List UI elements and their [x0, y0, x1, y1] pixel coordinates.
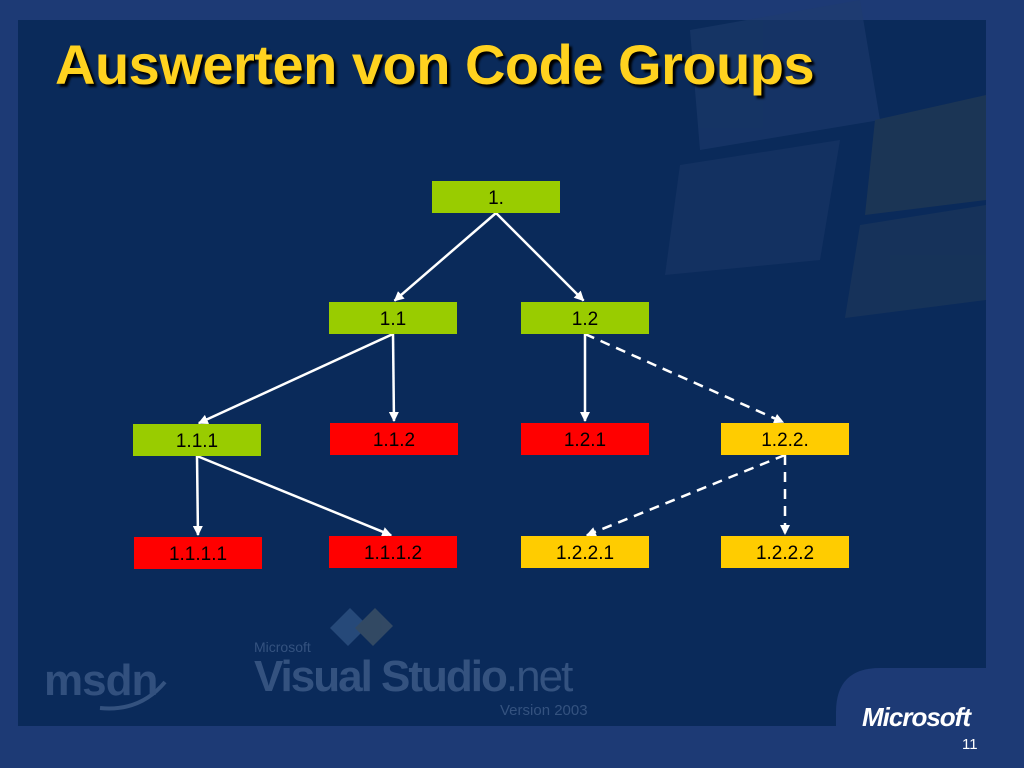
windows-flag-watermark — [665, 0, 986, 318]
node-box — [133, 424, 261, 456]
edge-1.2-to-1.2.2 — [584, 332, 785, 424]
microsoft-logo: Microsoft — [862, 702, 971, 732]
edge-1.1.1-to-1.1.1.1 — [192, 455, 203, 537]
flag-pane-bottom — [665, 140, 840, 275]
code-group-node: 1.1.1.2 — [329, 536, 457, 568]
vs-name: Visual Studio.net — [254, 652, 573, 701]
node-box — [721, 536, 849, 568]
code-group-node: 1.1.2 — [330, 423, 458, 455]
flag-pane-right-bottom — [845, 205, 986, 318]
page-number: 11 — [962, 736, 978, 753]
vs-version: Version 2003 — [500, 702, 588, 719]
code-group-node: 1.1.1 — [133, 424, 261, 456]
node-label: 1.1.1 — [176, 431, 218, 452]
vs-logo-mark — [330, 608, 393, 646]
node-box — [329, 302, 457, 334]
edge-1.1-to-1.1.2 — [388, 333, 399, 423]
node-label: 1. — [488, 188, 504, 209]
code-group-node: 1. — [432, 181, 560, 213]
code-group-node: 1.2.1 — [521, 423, 649, 455]
code-group-node: 1.1 — [329, 302, 457, 334]
slide-title: Auswerten von Code Groups — [55, 33, 815, 96]
tree-edges — [192, 212, 790, 537]
edge-1.1-to-1.1.1 — [197, 332, 394, 425]
edge-1.1.1-to-1.1.1.2 — [196, 454, 393, 537]
node-label: 1.1.2 — [373, 430, 415, 451]
edge-1-to-1.2 — [495, 212, 585, 302]
node-box — [721, 423, 849, 455]
node-box — [521, 536, 649, 568]
node-label: 1.2.1 — [564, 430, 606, 451]
vs-prefix: Microsoft — [254, 639, 311, 655]
node-label: 1.2.2.2 — [756, 543, 814, 564]
msdn-logo: msdn — [44, 656, 158, 705]
node-box — [330, 423, 458, 455]
flag-pane-right-top — [865, 95, 986, 215]
node-box — [432, 181, 560, 213]
node-label: 1.2.2.1 — [556, 543, 614, 564]
edge-1.2.2-to-1.2.2.1 — [585, 453, 786, 537]
vs-suffix: .net — [505, 652, 573, 701]
edge-1-to-1.1 — [393, 212, 497, 302]
node-label: 1.1 — [380, 309, 406, 330]
node-label: 1.2.2. — [761, 430, 809, 451]
code-group-node: 1.1.1.1 — [134, 537, 262, 569]
vs-name-text: Visual Studio — [254, 652, 508, 701]
node-label: 1.2 — [572, 309, 598, 330]
code-group-node: 1.2.2.1 — [521, 536, 649, 568]
visual-studio-net-logo: Microsoft Visual Studio.net Version 2003 — [254, 639, 588, 719]
node-label: 1.1.1.1 — [169, 544, 227, 565]
slide-panel — [18, 20, 986, 726]
node-label: 1.1.1.2 — [364, 543, 422, 564]
flag-pane-top — [690, 0, 880, 150]
node-box — [329, 536, 457, 568]
code-group-node: 1.2.2.2 — [721, 536, 849, 568]
msdn-swoosh — [99, 680, 167, 711]
node-box — [521, 423, 649, 455]
node-box — [521, 302, 649, 334]
code-group-node: 1.2 — [521, 302, 649, 334]
code-group-node: 1.2.2. — [721, 423, 849, 455]
node-box — [134, 537, 262, 569]
corner-tab — [836, 668, 1024, 768]
